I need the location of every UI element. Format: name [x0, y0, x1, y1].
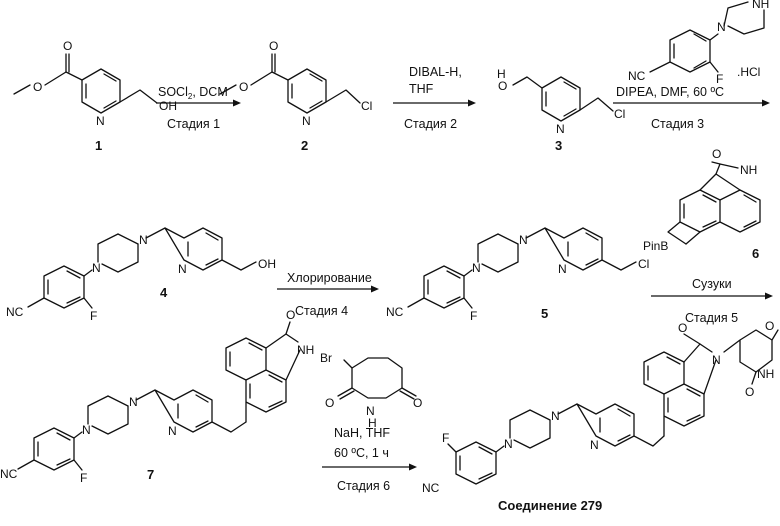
atom-nh: NH	[740, 163, 757, 177]
atom-o: O	[239, 80, 248, 94]
atom-o: O	[498, 79, 507, 93]
atom-o: O	[678, 321, 687, 335]
atom-o: O	[325, 396, 334, 410]
atom-nc: NC	[0, 467, 18, 481]
atom-o: O	[745, 385, 754, 399]
atom-o: O	[712, 147, 721, 161]
bromopiperidinedione-reagent: Br O O N H	[320, 351, 422, 430]
atom-n: N	[302, 114, 311, 128]
compound-label-7: 7	[147, 467, 154, 482]
compound-label-5: 5	[541, 306, 548, 321]
atom-f: F	[442, 431, 449, 445]
atom-n: N	[590, 438, 599, 452]
compound-3-structure: O H N Cl	[497, 67, 625, 136]
arrow-head-2	[468, 100, 476, 107]
step-3-reagent: DIPEA, DMF, 60 ºC	[616, 85, 724, 99]
atom-br: Br	[320, 351, 332, 365]
atom-oh: OH	[258, 257, 276, 271]
atom-n: N	[168, 424, 177, 438]
step-6-reagent-1: NaH, THF	[334, 426, 390, 440]
atom-cl: Cl	[638, 257, 649, 271]
atom-n: N	[712, 353, 721, 367]
atom-o: O	[33, 80, 42, 94]
compound-279-structure: N N N O N O O NH F NC	[422, 319, 778, 495]
arrow-head-4	[371, 286, 379, 293]
atom-n: N	[519, 233, 528, 247]
atom-n: N	[717, 20, 726, 34]
atom-cl: Cl	[361, 99, 372, 113]
atom-o: O	[413, 396, 422, 410]
atom-n: N	[551, 409, 560, 423]
atom-n: N	[558, 262, 567, 276]
atom-f: F	[90, 309, 97, 323]
atom-cl: Cl	[614, 107, 625, 121]
compound-label-4: 4	[160, 285, 168, 300]
compound-4-structure: N N N OH NC F	[6, 228, 276, 323]
compound-6-structure: O NH PinB	[643, 147, 760, 253]
arrow-head-3	[762, 100, 770, 107]
step-1-reagent-socl: SOCl	[158, 85, 188, 99]
arrow-head-6	[409, 464, 417, 471]
compound-7-structure: N N N O NH NC F	[0, 308, 314, 485]
step-6-label: Стадия 6	[337, 479, 390, 493]
step-2-reagent-1: DIBAL-H,	[409, 65, 462, 79]
atom-n: N	[556, 122, 565, 136]
atom-nc: NC	[6, 305, 24, 319]
compound-label-3: 3	[555, 138, 562, 153]
step-2-label: Стадия 2	[404, 117, 457, 131]
atom-h: H	[497, 67, 506, 81]
atom-o: O	[765, 319, 774, 333]
compound-2-structure: O O N Cl	[220, 39, 372, 128]
step-5-reagent: Сузуки	[692, 277, 732, 291]
step-3-label: Стадия 3	[651, 117, 704, 131]
atom-n: N	[96, 114, 105, 128]
atom-nh: NH	[757, 367, 774, 381]
fluoro-piperazinyl-benzonitrile-reagent: N NH NC F .HCl	[628, 0, 769, 86]
atom-n: N	[504, 437, 513, 451]
step-4-reagent: Хлорирование	[287, 271, 372, 285]
atom-n: N	[178, 262, 187, 276]
compound-label-final: Соединение 279	[498, 498, 602, 513]
atom-n: N	[82, 423, 91, 437]
compound-label-1: 1	[95, 138, 102, 153]
atom-n: N	[472, 261, 481, 275]
compound-label-6: 6	[752, 246, 759, 261]
step-5-label: Стадия 5	[685, 311, 738, 325]
compound-label-2: 2	[301, 138, 308, 153]
atom-o: O	[63, 39, 72, 53]
atom-f: F	[716, 72, 723, 86]
atom-o: O	[269, 39, 278, 53]
atom-pinb: PinB	[643, 239, 668, 253]
arrow-head-1	[233, 100, 241, 107]
atom-nc: NC	[386, 305, 404, 319]
arrow-head-5	[765, 293, 773, 300]
atom-n: N	[129, 395, 138, 409]
atom-n: N	[92, 261, 101, 275]
atom-f: F	[80, 471, 87, 485]
step-1-label: Стадия 1	[167, 117, 220, 131]
atom-nh: NH	[752, 0, 769, 11]
step-1-reagents: SOCl2, DCM	[158, 85, 228, 101]
step-4-label: Стадия 4	[295, 304, 348, 318]
hcl-salt: .HCl	[737, 65, 760, 79]
atom-o: O	[286, 308, 295, 322]
atom-nh: NH	[297, 343, 314, 357]
atom-f: F	[470, 309, 477, 323]
atom-oh: OH	[159, 99, 177, 113]
compound-1-structure: O O N OH	[14, 39, 177, 128]
atom-nc: NC	[422, 481, 440, 495]
atom-nc: NC	[628, 69, 646, 83]
step-2-reagent-2: THF	[409, 82, 434, 96]
atom-n: N	[139, 233, 148, 247]
step-6-reagent-2: 60 ºC, 1 ч	[334, 446, 389, 460]
compound-5-structure: N N N Cl NC F	[386, 228, 649, 323]
